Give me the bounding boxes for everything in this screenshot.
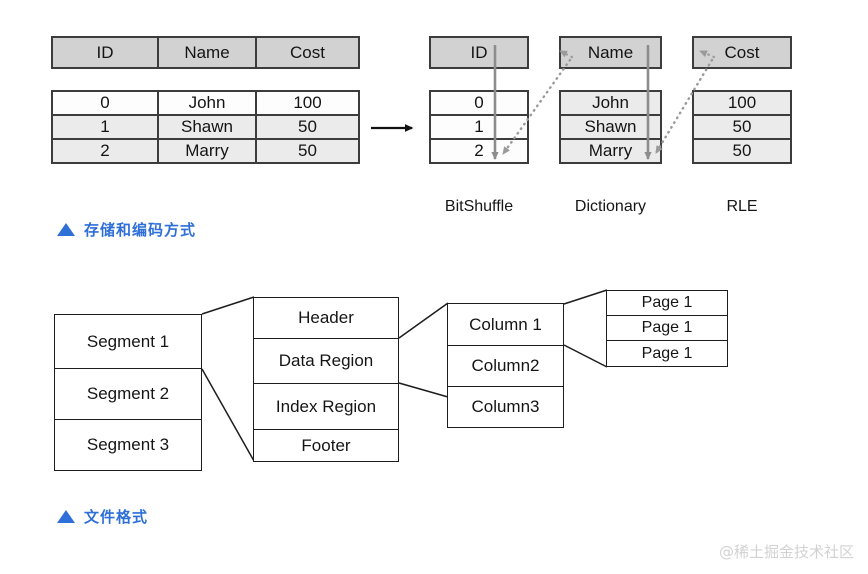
source-cell-r1-id: 1 [51,114,159,140]
column-cost-value-1: 50 [692,114,792,140]
page-box-1: Page 1 [606,290,728,316]
column-id-value-0: 0 [429,90,529,116]
column-name-value-0: John [559,90,662,116]
region-box-index: Index Region [253,383,399,430]
source-cell-r2-cost: 50 [255,138,360,164]
column-header-cost: Cost [692,36,792,69]
region-box-footer: Footer [253,429,399,462]
column-box-1: Column 1 [447,303,564,346]
encoding-label-bitshuffle: BitShuffle [444,198,514,215]
column-box-2: Column2 [447,345,564,387]
caption-file-format: 文件格式 [57,506,148,527]
source-cell-r2-id: 2 [51,138,159,164]
column-header-name: Name [559,36,662,69]
watermark: @稀土掘金技术社区 [718,543,854,561]
page-box-2: Page 1 [606,315,728,341]
source-header-cost: Cost [255,36,360,69]
encoding-label-rle: RLE [726,198,758,215]
source-cell-r2-name: Marry [157,138,257,164]
source-cell-r1-cost: 50 [255,114,360,140]
segment-box-2: Segment 2 [54,368,202,420]
column-header-id: ID [429,36,529,69]
column-id-value-2: 2 [429,138,529,164]
column-name-value-1: Shawn [559,114,662,140]
triangle-up-icon [57,510,75,523]
source-cell-r0-id: 0 [51,90,159,116]
column-cost-value-0: 100 [692,90,792,116]
page-box-3: Page 1 [606,340,728,367]
column-box-3: Column3 [447,386,564,428]
encoding-label-dictionary: Dictionary [574,198,647,215]
source-cell-r0-name: John [157,90,257,116]
connector-column-to-page [563,289,608,368]
connector-segment-to-region [201,296,255,462]
source-header-name: Name [157,36,257,69]
caption-storage-encoding: 存储和编码方式 [57,219,196,240]
region-box-data: Data Region [253,338,399,384]
source-header-id: ID [51,36,159,69]
segment-box-1: Segment 1 [54,314,202,369]
column-name-value-2: Marry [559,138,662,164]
column-cost-value-2: 50 [692,138,792,164]
column-id-value-1: 1 [429,114,529,140]
caption-file-format-text: 文件格式 [84,508,149,526]
triangle-up-icon [57,223,75,236]
connector-region-to-column [398,302,449,398]
source-cell-r1-name: Shawn [157,114,257,140]
caption-storage-encoding-text: 存储和编码方式 [84,221,197,239]
source-cell-r0-cost: 100 [255,90,360,116]
segment-box-3: Segment 3 [54,419,202,471]
region-box-header: Header [253,297,399,339]
